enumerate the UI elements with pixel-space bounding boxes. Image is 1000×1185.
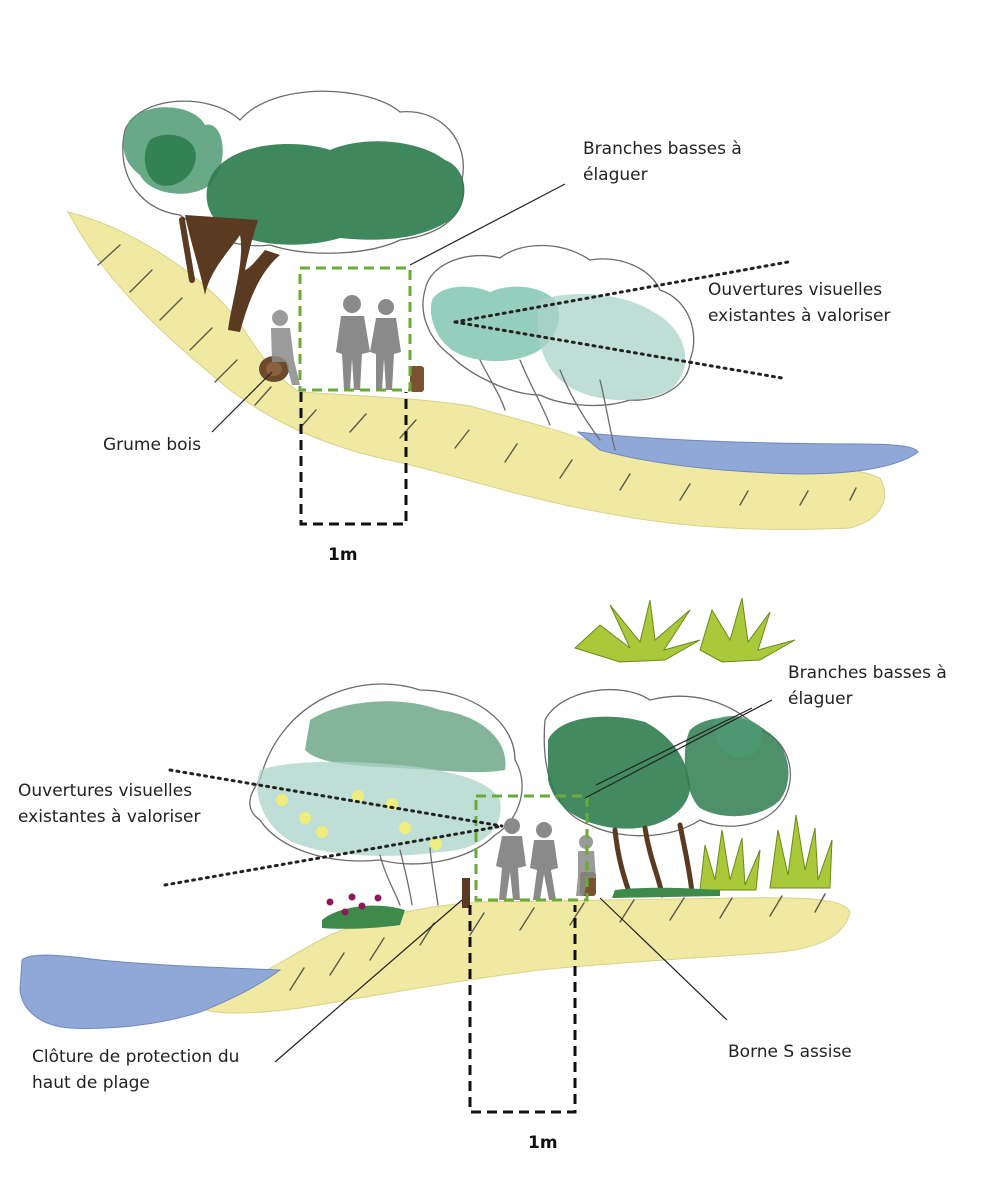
top-sightline-upper (453, 260, 790, 324)
bottom-tree-left (249, 683, 523, 906)
bottom-fence-label: Clôture de protection du haut de plage (32, 1047, 245, 1093)
bottom-bollard-leader (599, 897, 728, 1021)
top-ground-hatching (97, 244, 857, 506)
top-1m-box (299, 392, 408, 526)
top-openings-label-line1: Ouvertures visuelles (708, 280, 882, 300)
bottom-fence-leader (274, 899, 463, 1063)
bottom-tree-yellow-flowers (276, 790, 442, 850)
bottom-openings-label-line1: Ouvertures visuelles (18, 781, 192, 801)
top-branches-label-line1: Branches basses à (583, 139, 742, 159)
bottom-sand-bank (188, 897, 851, 1014)
bottom-clearance-box (474, 794, 589, 902)
top-bollard (410, 366, 424, 392)
bottom-person-seated (576, 835, 596, 896)
top-sightline-lower (453, 320, 784, 380)
bottom-sightline-lower (163, 824, 504, 887)
bottom-branches-label-line2: élaguer (788, 689, 853, 709)
top-section: Branches basses à élaguer Ouvertures vis… (67, 90, 919, 565)
bottom-person-1 (496, 818, 526, 900)
top-openings-label-line2: existantes à valoriser (708, 306, 890, 326)
top-branches-leader (409, 183, 566, 266)
bottom-branches-label-line1: Branches basses à (788, 663, 947, 683)
bottom-palms (574, 597, 796, 663)
top-branches-label: Branches basses à élaguer (583, 139, 747, 185)
bottom-grasses (699, 814, 833, 891)
bottom-section: Branches basses à élaguer Ouvertures vis… (18, 597, 952, 1153)
bottom-1m-box (468, 905, 577, 1114)
top-log-label: Grume bois (103, 435, 201, 455)
top-scale-label: 1m (328, 545, 358, 565)
bottom-fence-post (462, 878, 470, 908)
bottom-person-2 (530, 822, 558, 900)
top-water (576, 431, 919, 475)
top-branches-label-line2: élaguer (583, 165, 648, 185)
top-openings-label: Ouvertures visuelles existantes à valori… (708, 280, 890, 326)
top-person-1 (336, 295, 370, 390)
bottom-branches-leader-2 (595, 707, 753, 786)
bottom-sightline-upper (168, 768, 504, 828)
bottom-bollard-label: Borne S assise (728, 1042, 852, 1062)
bottom-scale-label: 1m (528, 1133, 558, 1153)
bottom-openings-label: Ouvertures visuelles existantes à valori… (18, 781, 200, 827)
top-people (271, 295, 401, 390)
bottom-water (19, 954, 282, 1029)
top-person-seated (271, 310, 300, 385)
top-tree-left (122, 90, 465, 332)
bottom-branches-leader-1 (584, 699, 773, 799)
bottom-ground-hatching (289, 893, 826, 991)
bottom-fence-label-line2: haut de plage (32, 1073, 150, 1093)
bottom-branches-label: Branches basses à élaguer (788, 663, 952, 709)
top-person-2 (370, 299, 401, 390)
top-log (259, 356, 289, 382)
bottom-fence-label-line1: Clôture de protection du (32, 1047, 239, 1067)
bottom-hedge (612, 887, 720, 898)
bottom-tree-right (543, 688, 792, 898)
bottom-people (496, 818, 596, 900)
bottom-openings-label-line2: existantes à valoriser (18, 807, 200, 827)
top-clearance-box (298, 266, 412, 392)
top-log-leader (211, 371, 273, 433)
bottom-flower-bed (322, 893, 405, 929)
top-tree-right (422, 244, 695, 451)
